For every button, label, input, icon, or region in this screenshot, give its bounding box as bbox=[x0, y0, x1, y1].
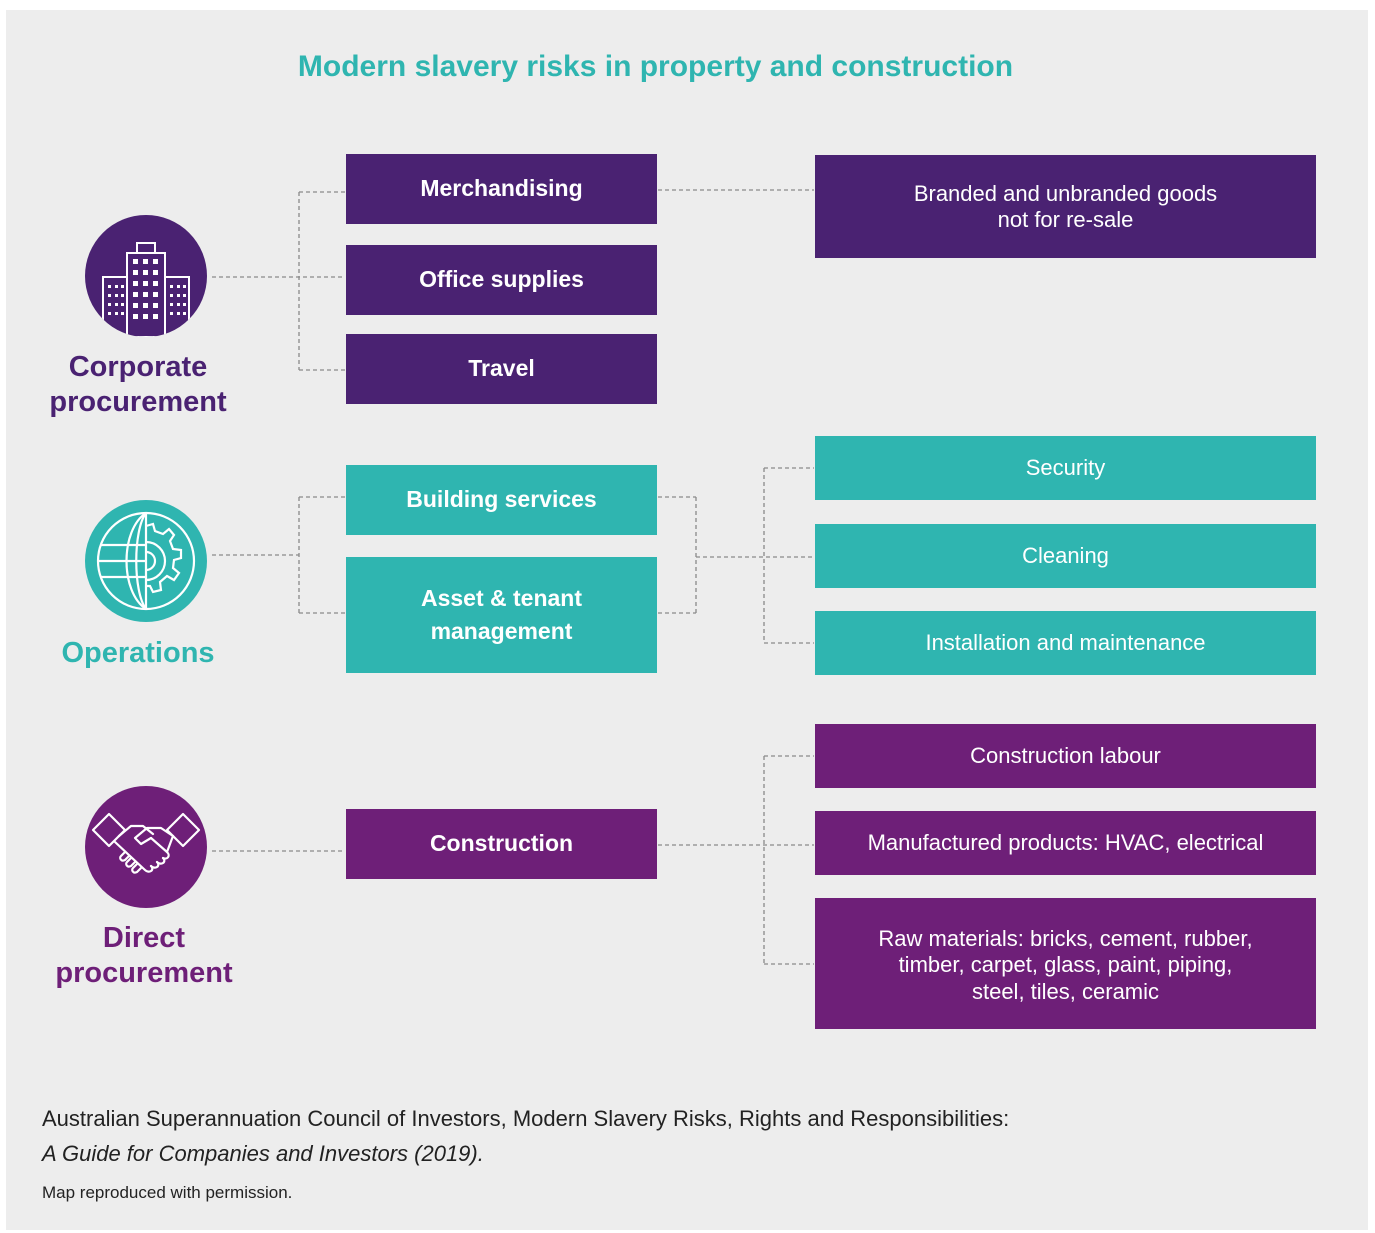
risk-manufactured-products: Manufactured products: HVAC, electrical bbox=[815, 811, 1316, 875]
risk-raw-materials: Raw materials: bricks, cement, rubber, t… bbox=[815, 898, 1316, 1029]
activity-office-supplies: Office supplies bbox=[346, 245, 657, 315]
diagram-title: Modern slavery risks in property and con… bbox=[297, 50, 1014, 83]
category-label-operations: Operations bbox=[61, 637, 215, 669]
activity-asset-tenant-management: Asset & tenant management bbox=[346, 557, 657, 673]
activity-travel: Travel bbox=[346, 334, 657, 404]
globe-gear-icon bbox=[85, 500, 207, 622]
risk-installation-maintenance: Installation and maintenance bbox=[815, 611, 1316, 675]
risk-construction-labour: Construction labour bbox=[815, 724, 1316, 788]
activity-merchandising: Merchandising bbox=[346, 154, 657, 224]
risk-cleaning: Cleaning bbox=[815, 524, 1316, 588]
category-label-corporate: Corporate procurement bbox=[49, 351, 227, 419]
activity-building-services: Building services bbox=[346, 465, 657, 535]
category-label-direct: Direct procurement bbox=[55, 922, 233, 990]
office-building-icon bbox=[85, 215, 207, 337]
permission-note: Map reproduced with permission. bbox=[42, 1183, 293, 1202]
activity-construction: Construction bbox=[346, 809, 657, 879]
risk-security: Security bbox=[815, 436, 1316, 500]
source-citation: Australian Superannuation Council of Inv… bbox=[42, 1106, 1010, 1167]
risk-branded-goods: Branded and unbranded goods not for re-s… bbox=[815, 155, 1316, 258]
handshake-icon bbox=[85, 786, 207, 908]
